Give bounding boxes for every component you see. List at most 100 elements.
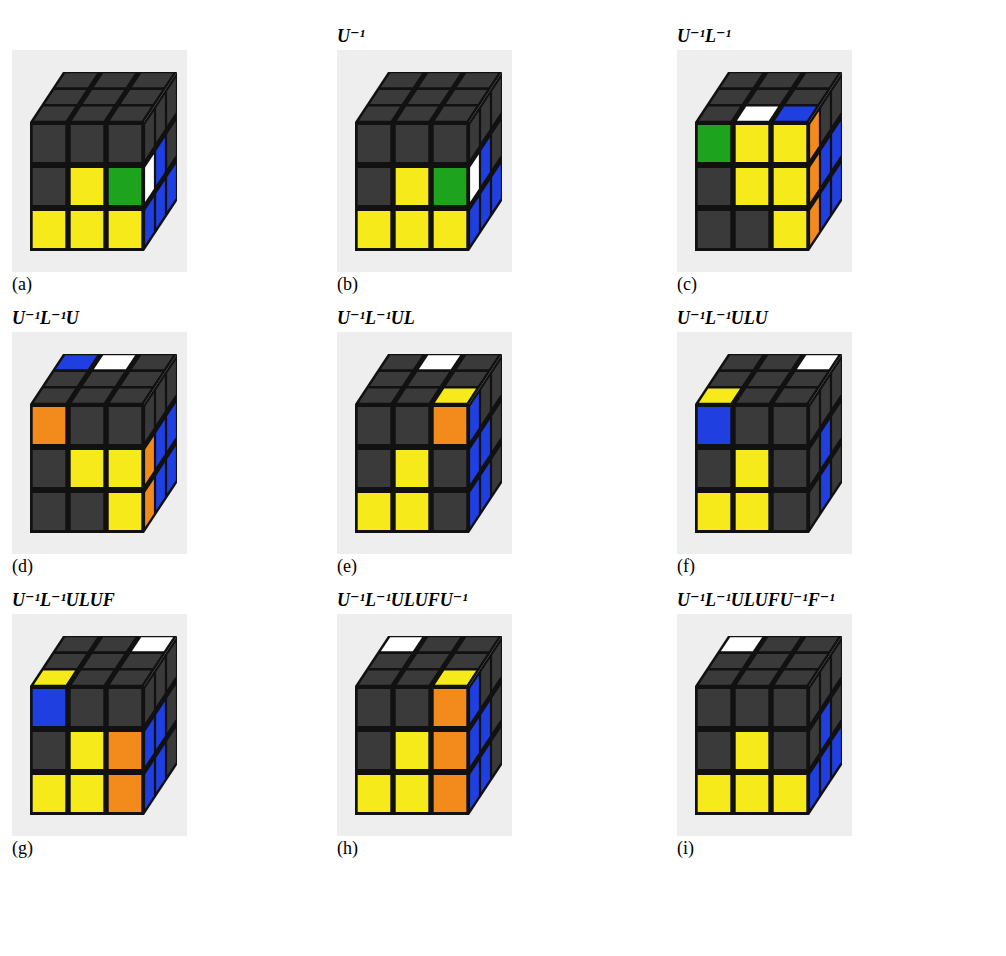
sticker bbox=[145, 111, 154, 159]
sticker bbox=[775, 389, 816, 403]
sticker bbox=[736, 493, 769, 530]
sticker bbox=[156, 420, 165, 468]
sticker bbox=[775, 671, 816, 685]
sticker bbox=[470, 479, 479, 527]
panel-caption: (i) bbox=[677, 839, 694, 859]
sticker bbox=[492, 121, 501, 169]
sticker bbox=[33, 450, 66, 487]
cube-illustration bbox=[677, 614, 852, 836]
sticker bbox=[797, 73, 838, 87]
sticker bbox=[419, 73, 460, 87]
sticker bbox=[145, 479, 154, 527]
sticker bbox=[397, 107, 438, 121]
image-ground bbox=[337, 332, 512, 554]
sticker bbox=[381, 355, 422, 369]
sticker bbox=[145, 154, 154, 202]
sticker bbox=[156, 702, 165, 750]
sticker bbox=[156, 95, 165, 143]
sticker bbox=[121, 372, 162, 386]
sticker bbox=[457, 355, 498, 369]
sticker bbox=[145, 675, 154, 723]
sticker bbox=[832, 360, 841, 408]
sticker bbox=[698, 493, 731, 530]
cube-face bbox=[695, 404, 809, 533]
sticker bbox=[470, 197, 479, 245]
sticker bbox=[774, 450, 807, 487]
sticker bbox=[434, 407, 467, 444]
cube-illustration bbox=[12, 614, 187, 836]
sticker bbox=[737, 671, 778, 685]
sticker bbox=[156, 463, 165, 511]
sticker bbox=[396, 450, 429, 487]
sticker bbox=[110, 107, 151, 121]
sticker bbox=[810, 479, 819, 527]
sticker bbox=[121, 90, 162, 104]
sticker bbox=[481, 181, 490, 229]
sticker bbox=[358, 689, 391, 726]
sticker bbox=[832, 403, 841, 451]
sticker bbox=[810, 197, 819, 245]
sticker bbox=[83, 372, 124, 386]
sticker bbox=[470, 393, 479, 441]
sticker bbox=[821, 181, 830, 229]
sticker bbox=[156, 659, 165, 707]
sticker bbox=[698, 732, 731, 769]
sticker bbox=[759, 73, 800, 87]
image-ground bbox=[677, 614, 852, 836]
sticker bbox=[408, 654, 449, 668]
sticker bbox=[774, 775, 807, 812]
sticker bbox=[492, 446, 501, 494]
sticker bbox=[698, 775, 731, 812]
image-ground bbox=[677, 50, 852, 272]
sticker bbox=[748, 654, 789, 668]
sticker bbox=[810, 154, 819, 202]
sticker bbox=[832, 78, 841, 126]
sticker bbox=[167, 642, 176, 690]
sticker bbox=[434, 775, 467, 812]
sticker bbox=[145, 197, 154, 245]
sticker bbox=[83, 90, 124, 104]
sticker bbox=[821, 745, 830, 793]
sticker bbox=[810, 111, 819, 159]
sticker bbox=[797, 637, 838, 651]
sticker bbox=[481, 659, 490, 707]
sticker bbox=[748, 372, 789, 386]
sticker bbox=[435, 389, 476, 403]
sticker bbox=[710, 372, 751, 386]
image-ground bbox=[12, 50, 187, 272]
sticker bbox=[810, 436, 819, 484]
sticker bbox=[33, 211, 66, 248]
sticker bbox=[408, 372, 449, 386]
sticker bbox=[167, 728, 176, 776]
sticker bbox=[132, 73, 173, 87]
sticker bbox=[470, 436, 479, 484]
cube-face bbox=[355, 686, 469, 815]
sticker bbox=[72, 107, 113, 121]
sticker bbox=[698, 168, 731, 205]
sticker bbox=[72, 671, 113, 685]
move-sequence: U⁻¹L⁻¹ULUF bbox=[12, 591, 115, 611]
sticker bbox=[736, 732, 769, 769]
sticker bbox=[358, 211, 391, 248]
sticker bbox=[34, 107, 75, 121]
cube-face bbox=[695, 686, 809, 815]
cube-face bbox=[30, 404, 144, 533]
sticker bbox=[736, 450, 769, 487]
sticker bbox=[435, 671, 476, 685]
image-ground bbox=[12, 614, 187, 836]
sticker bbox=[56, 637, 97, 651]
cube-face bbox=[30, 122, 144, 251]
sticker bbox=[470, 761, 479, 809]
sticker bbox=[71, 125, 104, 162]
sticker bbox=[33, 689, 66, 726]
sticker bbox=[710, 654, 751, 668]
sticker bbox=[94, 355, 135, 369]
sticker bbox=[358, 125, 391, 162]
sticker bbox=[710, 90, 751, 104]
sticker bbox=[810, 675, 819, 723]
cube-face bbox=[30, 686, 144, 815]
sticker bbox=[33, 125, 66, 162]
sticker bbox=[759, 355, 800, 369]
sticker bbox=[821, 420, 830, 468]
sticker bbox=[109, 407, 142, 444]
